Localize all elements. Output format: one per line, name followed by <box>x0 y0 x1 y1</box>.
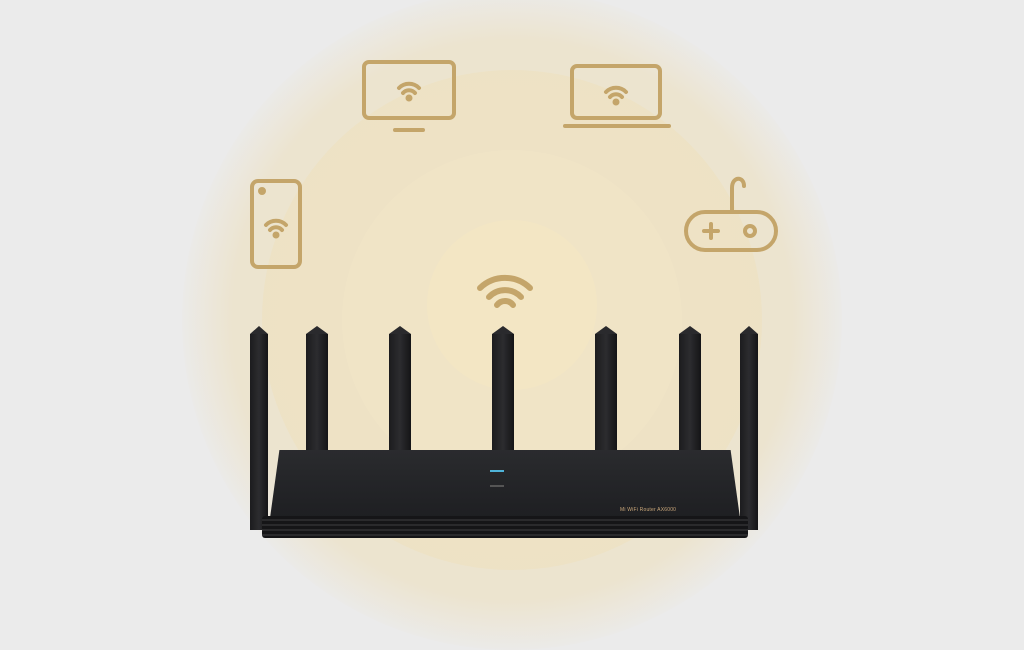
antenna-4 <box>492 334 514 454</box>
laptop-wifi-icon <box>563 64 671 128</box>
phone-wifi-icon <box>250 179 302 269</box>
antenna-2 <box>306 334 328 454</box>
router-base-vents <box>262 516 748 538</box>
router-body <box>270 450 740 518</box>
antenna-1 <box>250 334 268 530</box>
product-scene: Mi WiFi Router AX6000 <box>0 0 1024 570</box>
antenna-5 <box>595 334 617 454</box>
wifi-icon <box>477 274 533 308</box>
status-led <box>490 470 504 472</box>
antenna-7 <box>740 334 758 530</box>
antenna-6 <box>679 334 701 454</box>
router-product-label: Mi WiFi Router AX6000 <box>620 507 677 513</box>
gamepad-icon <box>684 176 778 252</box>
antenna-3 <box>389 334 411 454</box>
monitor-wifi-icon <box>362 60 456 132</box>
indicator-line <box>490 485 504 487</box>
